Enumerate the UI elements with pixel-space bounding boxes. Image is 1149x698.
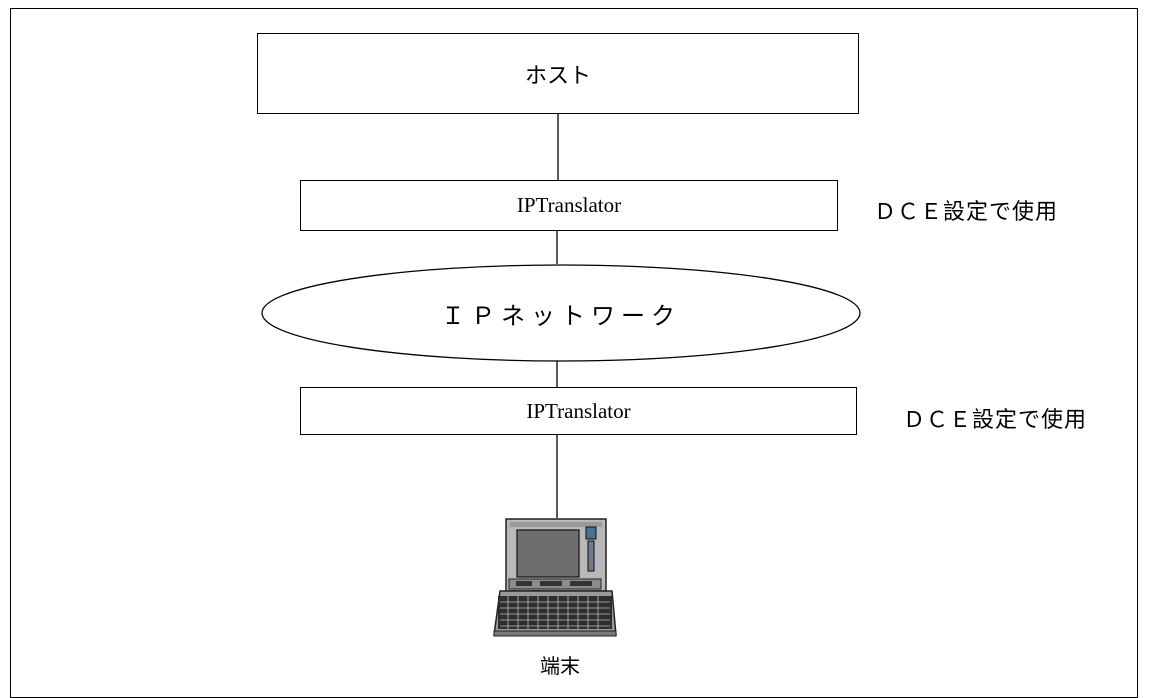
network-label: ＩＰネットワーク	[441, 301, 681, 330]
translator-label-bottom: IPTranslator	[526, 398, 631, 423]
host-box: ホスト	[257, 33, 859, 114]
dce-note-top: ＤＣＥ設定で使用	[874, 200, 1059, 225]
dce-note-bottom: ＤＣＥ設定で使用	[903, 408, 1088, 433]
translator-box-bottom: IPTranslator	[300, 387, 857, 435]
laptop-icon	[493, 518, 617, 637]
translator-box-top: IPTranslator	[300, 180, 838, 231]
terminal-label: 端末	[540, 654, 580, 678]
host-label: ホスト	[524, 63, 591, 89]
network-ellipse	[261, 264, 861, 362]
translator-label-top: IPTranslator	[516, 193, 622, 217]
